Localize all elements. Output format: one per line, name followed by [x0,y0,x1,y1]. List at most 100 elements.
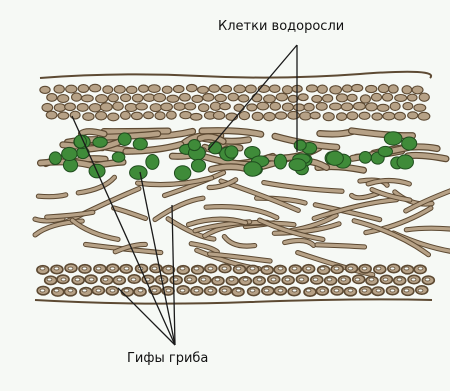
lower-cortex-cell-lumen [54,289,59,292]
cortex-cell [215,94,226,101]
cortex-cell [323,95,333,103]
cortex-cell [288,111,300,119]
cortex-cell [174,103,185,110]
lower-cortex-cell-lumen [68,289,73,292]
lower-cortex-cell-lumen [180,267,185,270]
lower-cortex-cell-lumen [313,278,318,281]
algae-cell [359,152,371,164]
algae-cell [402,137,417,150]
cortex-cell [40,86,50,93]
cortex-cell [412,86,423,94]
cortex-cell [150,104,161,112]
cortex-cell [347,94,357,101]
lower-cortex-cell-lumen [138,289,143,292]
lower-cortex-cell-lumen [61,278,66,281]
lower-cortex-cell-lumen [369,278,374,281]
lower-cortex-cell-lumen [418,289,423,292]
lower-cortex-cell-lumen [397,278,402,281]
cortex-cell [312,95,322,102]
cortex-cell [161,103,173,111]
cortex-cell [282,86,292,94]
lower-cortex-cell-lumen [236,289,241,292]
lower-cortex-cell-lumen [404,289,409,292]
lower-cortex-cell-lumen [250,289,255,292]
hypha-strand [206,207,277,218]
cortex-cell [378,84,388,92]
lower-cortex-cell-lumen [96,289,101,292]
lower-cortex-cell-lumen [362,267,367,270]
algae-cell [62,147,77,160]
cortex-cell [264,112,275,120]
cortex-cell [245,85,256,93]
cortex-cell [108,94,118,102]
algae-cell [49,152,61,165]
lower-cortex-cell-lumen [124,267,129,270]
cortex-cell [341,103,353,111]
lower-surface [35,299,432,303]
cortex-cell [203,94,214,102]
lower-cortex-cell-lumen [54,267,59,270]
cortex-cell [220,85,231,92]
lower-cortex-cell-lumen [327,278,332,281]
algae-cells-label: Клетки водоросли [218,19,344,34]
lower-cortex-cell-lumen [278,289,283,292]
lower-cortex-cell-lumen [124,289,129,292]
cortex-cell [144,112,154,119]
lower-cortex-cell-lumen [334,267,339,270]
cortex-cell [173,85,184,92]
lower-cortex-cell-lumen [285,278,290,281]
cortex-cell [264,95,276,103]
lower-cortex-cell-lumen [306,289,311,292]
cortex-cell [78,85,88,93]
cortex-cell [294,104,305,111]
cortex-cell [300,112,312,120]
cortex-cell [395,95,407,102]
cortex-cell [407,94,417,101]
cortex-cell [136,103,148,110]
cortex-cell [330,103,342,110]
lower-cortex-cell-lumen [180,289,185,292]
lower-cortex-cell-lumen [376,289,381,292]
lower-cortex-cell-lumen [243,278,248,281]
cortex-cell [47,94,57,102]
cortex-cell [77,104,88,112]
medulla-hyphae-layer [35,173,450,275]
lower-cortex-cell-lumen [152,289,157,292]
hyphae-leader-line-4 [118,288,175,345]
upper-cortex-surface [40,72,431,78]
cortex-cell [167,111,177,119]
cortex-cell [190,113,202,120]
lower-cortex-cell-lumen [390,289,395,292]
lower-cortex-cell-lumen [82,289,87,292]
algae-cell [244,162,261,177]
lower-cortex-cell-lumen [208,267,213,270]
lower-cortex-cell-lumen [47,278,52,281]
cortex-cell [148,85,160,93]
cortex-cell [257,102,269,110]
lower-cortex-layer [37,264,434,296]
cortex-cell [192,95,203,102]
hypha-strand [81,132,104,134]
lower-cortex-cell-lumen [222,267,227,270]
cortex-cell [114,86,125,94]
cortex-cell [185,103,196,110]
cortex-cell [342,85,352,92]
algae-cell [274,154,286,169]
lower-cortex-cell-lumen [166,267,171,270]
lower-cortex-cell-lumen [229,278,234,281]
cortex-cell [89,104,101,112]
lower-cortex-cell-lumen [194,267,199,270]
lower-cortex-cell-lumen [320,267,325,270]
cortex-cell [228,93,238,101]
lower-cortex-cell-lumen [89,278,94,281]
lower-cortex-cell-lumen [348,267,353,270]
lower-cortex-cell-lumen [425,278,430,281]
algae-cell [93,137,107,147]
cortex-cell [377,104,389,111]
cortex-cell [154,93,166,101]
algae-cell [289,159,306,171]
cortex-cell [360,95,370,103]
lower-cortex-cell-lumen [68,267,73,270]
cortex-cell [89,84,100,92]
algae-cell [209,142,222,154]
